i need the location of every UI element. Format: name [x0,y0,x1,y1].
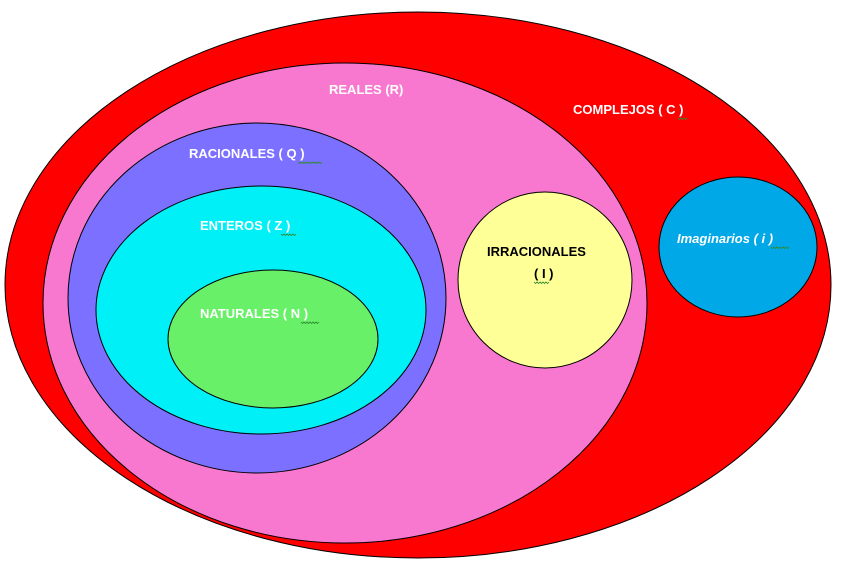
imaginarios-label: Imaginarios ( i ) [677,231,773,246]
naturales-spellcheck-underline [300,321,320,325]
imaginarios-spellcheck-underline [770,246,790,250]
naturales-label: NATURALES ( N ) [200,306,308,321]
racionales-spellcheck-underline [297,161,323,165]
irracionales-label-line2: ( I ) [534,266,554,281]
naturales-ellipse [167,269,379,409]
irracionales-ellipse [457,191,633,369]
irracionales-label-line1: IRRACIONALES [487,244,586,259]
complejos-label: COMPLEJOS ( C ) [573,102,684,117]
racionales-label: RACIONALES ( Q ) [189,146,305,161]
enteros-label: ENTEROS ( Z ) [200,218,290,233]
irracionales-spellcheck-underline [533,281,550,285]
imaginarios-ellipse [658,176,818,318]
reales-label: REALES (R) [329,82,403,97]
complejos-spellcheck-underline [677,117,688,121]
enteros-spellcheck-underline [280,233,297,237]
